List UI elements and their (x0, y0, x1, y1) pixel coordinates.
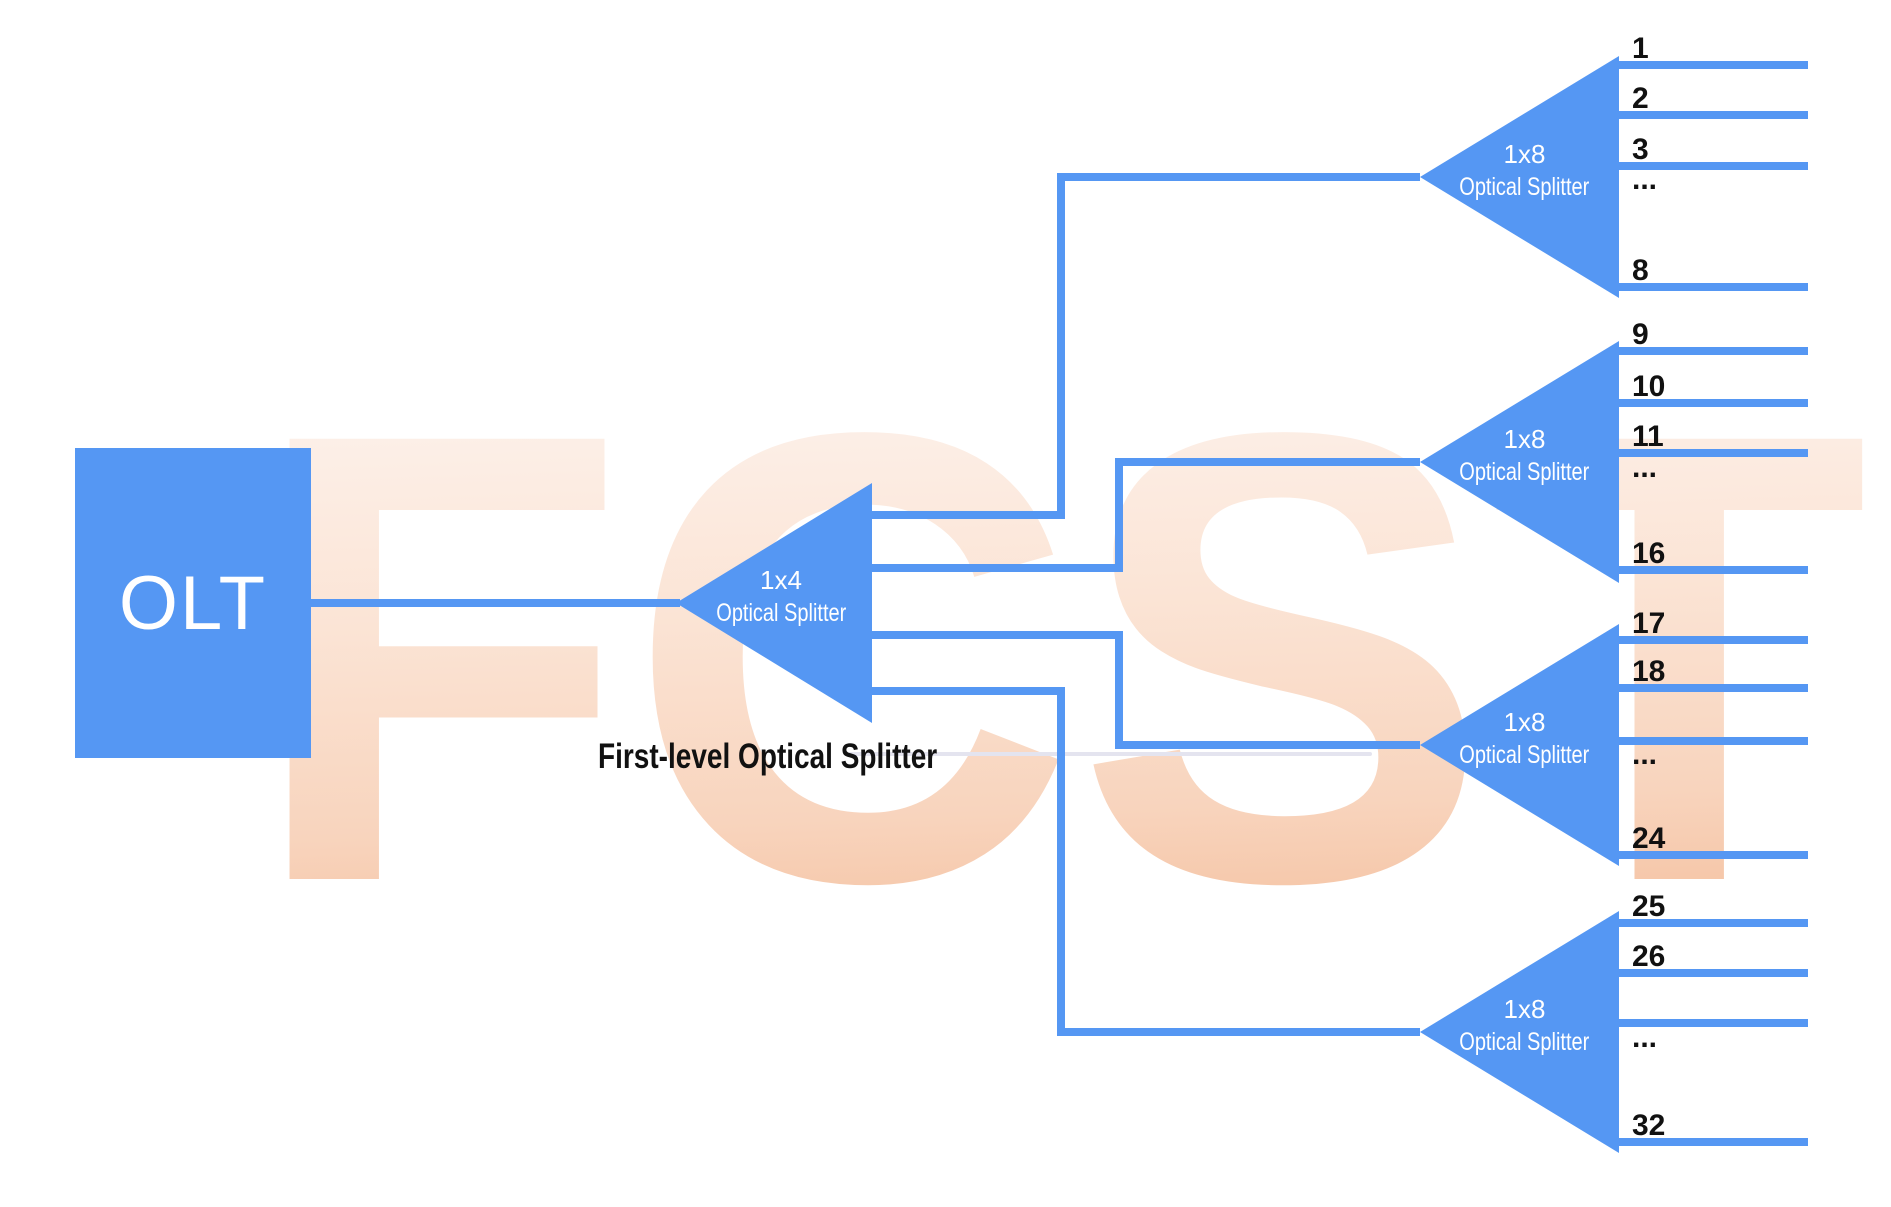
port-line-1-3 (1619, 162, 1808, 170)
splitter-name-label: Optical Splitter (1459, 458, 1590, 486)
first-level-caption: First-level Optical Splitter (598, 737, 938, 776)
port-ellipsis-label-1: ... (1632, 163, 1658, 196)
splitter-ratio-label: 1x8 (1503, 424, 1546, 454)
first-level-splitter-label: 1x4 Optical Splitter (690, 566, 872, 631)
splitter-name-label: Optical Splitter (1459, 741, 1590, 769)
output-line-4 (872, 687, 1065, 695)
input-line-2 (1115, 458, 1420, 466)
port-line-4-2 (1619, 969, 1808, 977)
port-line-4-3 (1619, 1019, 1808, 1027)
port-number-label: 17 (1632, 607, 1666, 640)
splitter-ratio-label: 1x4 (760, 565, 802, 595)
riser-line-2 (1115, 458, 1123, 572)
port-number-label: 11 (1632, 420, 1664, 453)
port-line-1-1 (1619, 61, 1808, 69)
port-line-3-4 (1619, 851, 1808, 859)
port-line-4-1 (1619, 919, 1808, 927)
output-line-1 (872, 511, 1065, 519)
port-number-label: 10 (1632, 370, 1666, 403)
port-line-2-4 (1619, 566, 1808, 574)
port-number-label: 9 (1632, 318, 1649, 351)
port-number-label: 26 (1632, 940, 1666, 973)
riser-line-3 (1115, 631, 1123, 749)
port-line-3-2 (1619, 684, 1808, 692)
port-line-1-2 (1619, 111, 1808, 119)
port-ellipsis-label-3: ... (1632, 738, 1658, 771)
splitter-name-label: Optical Splitter (1459, 1028, 1590, 1056)
port-line-2-1 (1619, 347, 1808, 355)
feeder-line (311, 599, 680, 607)
splitter-name-label: Optical Splitter (1459, 173, 1590, 201)
port-number-label: 1 (1632, 32, 1649, 65)
riser-line-4 (1057, 687, 1065, 1036)
input-line-4 (1057, 1028, 1420, 1036)
splitter-ratio-label: 1x8 (1503, 994, 1546, 1024)
port-ellipsis-label-2: ... (1632, 451, 1658, 484)
riser-line-1 (1057, 173, 1065, 519)
splitter-ratio-label: 1x8 (1503, 707, 1546, 737)
olt-box: OLT (75, 448, 311, 758)
splitter-name-label: Optical Splitter (715, 599, 847, 627)
port-line-1-4 (1619, 283, 1808, 291)
port-line-4-4 (1619, 1138, 1808, 1146)
output-line-2 (872, 564, 1123, 572)
port-number-label: 16 (1632, 537, 1666, 570)
port-ellipsis-label-4: ... (1632, 1021, 1658, 1054)
port-line-2-2 (1619, 399, 1808, 407)
port-number-label: 8 (1632, 254, 1649, 287)
port-line-3-1 (1619, 636, 1808, 644)
input-line-1 (1057, 173, 1420, 181)
input-line-3 (1115, 741, 1420, 749)
port-line-2-3 (1619, 449, 1808, 457)
port-number-label: 18 (1632, 655, 1666, 688)
port-number-label: 32 (1632, 1109, 1666, 1142)
port-number-label: 3 (1632, 133, 1649, 166)
watermark-underline (848, 752, 1372, 756)
port-number-label: 2 (1632, 82, 1649, 115)
port-line-3-3 (1619, 737, 1808, 745)
output-line-3 (872, 631, 1123, 639)
olt-label: OLT (118, 560, 268, 646)
port-number-label: 25 (1632, 890, 1666, 923)
port-number-label: 24 (1632, 822, 1666, 855)
splitter-ratio-label: 1x8 (1503, 139, 1546, 169)
